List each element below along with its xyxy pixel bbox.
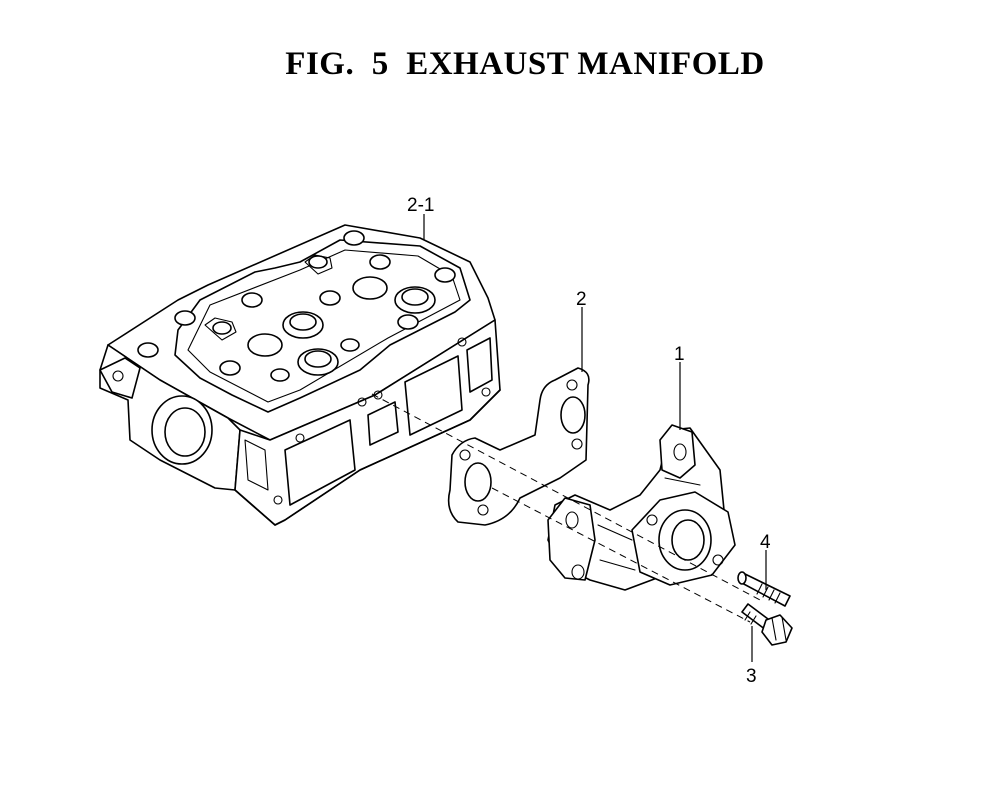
title-name: EXHAUST MANIFOLD — [406, 46, 765, 82]
title-number: 5 — [371, 46, 389, 82]
exhaust-gasket — [447, 367, 590, 526]
exhaust-manifold — [547, 424, 736, 591]
callout-manifold: 1 — [674, 344, 685, 365]
callout-cylinder-head: 2-1 — [407, 195, 434, 216]
page-title: FIG. 5 EXHAUST MANIFOLD — [0, 46, 1000, 83]
centerline-upper — [371, 393, 761, 601]
title-fig: FIG. — [285, 46, 355, 82]
cylinder-head — [99, 224, 501, 526]
callout-stud: 4 — [760, 532, 771, 553]
callout-gasket: 2 — [576, 289, 587, 310]
centerline-lower — [491, 487, 751, 623]
stud-bolt — [737, 571, 791, 607]
hex-bolt — [741, 603, 793, 646]
callout-bolt: 3 — [746, 666, 757, 687]
